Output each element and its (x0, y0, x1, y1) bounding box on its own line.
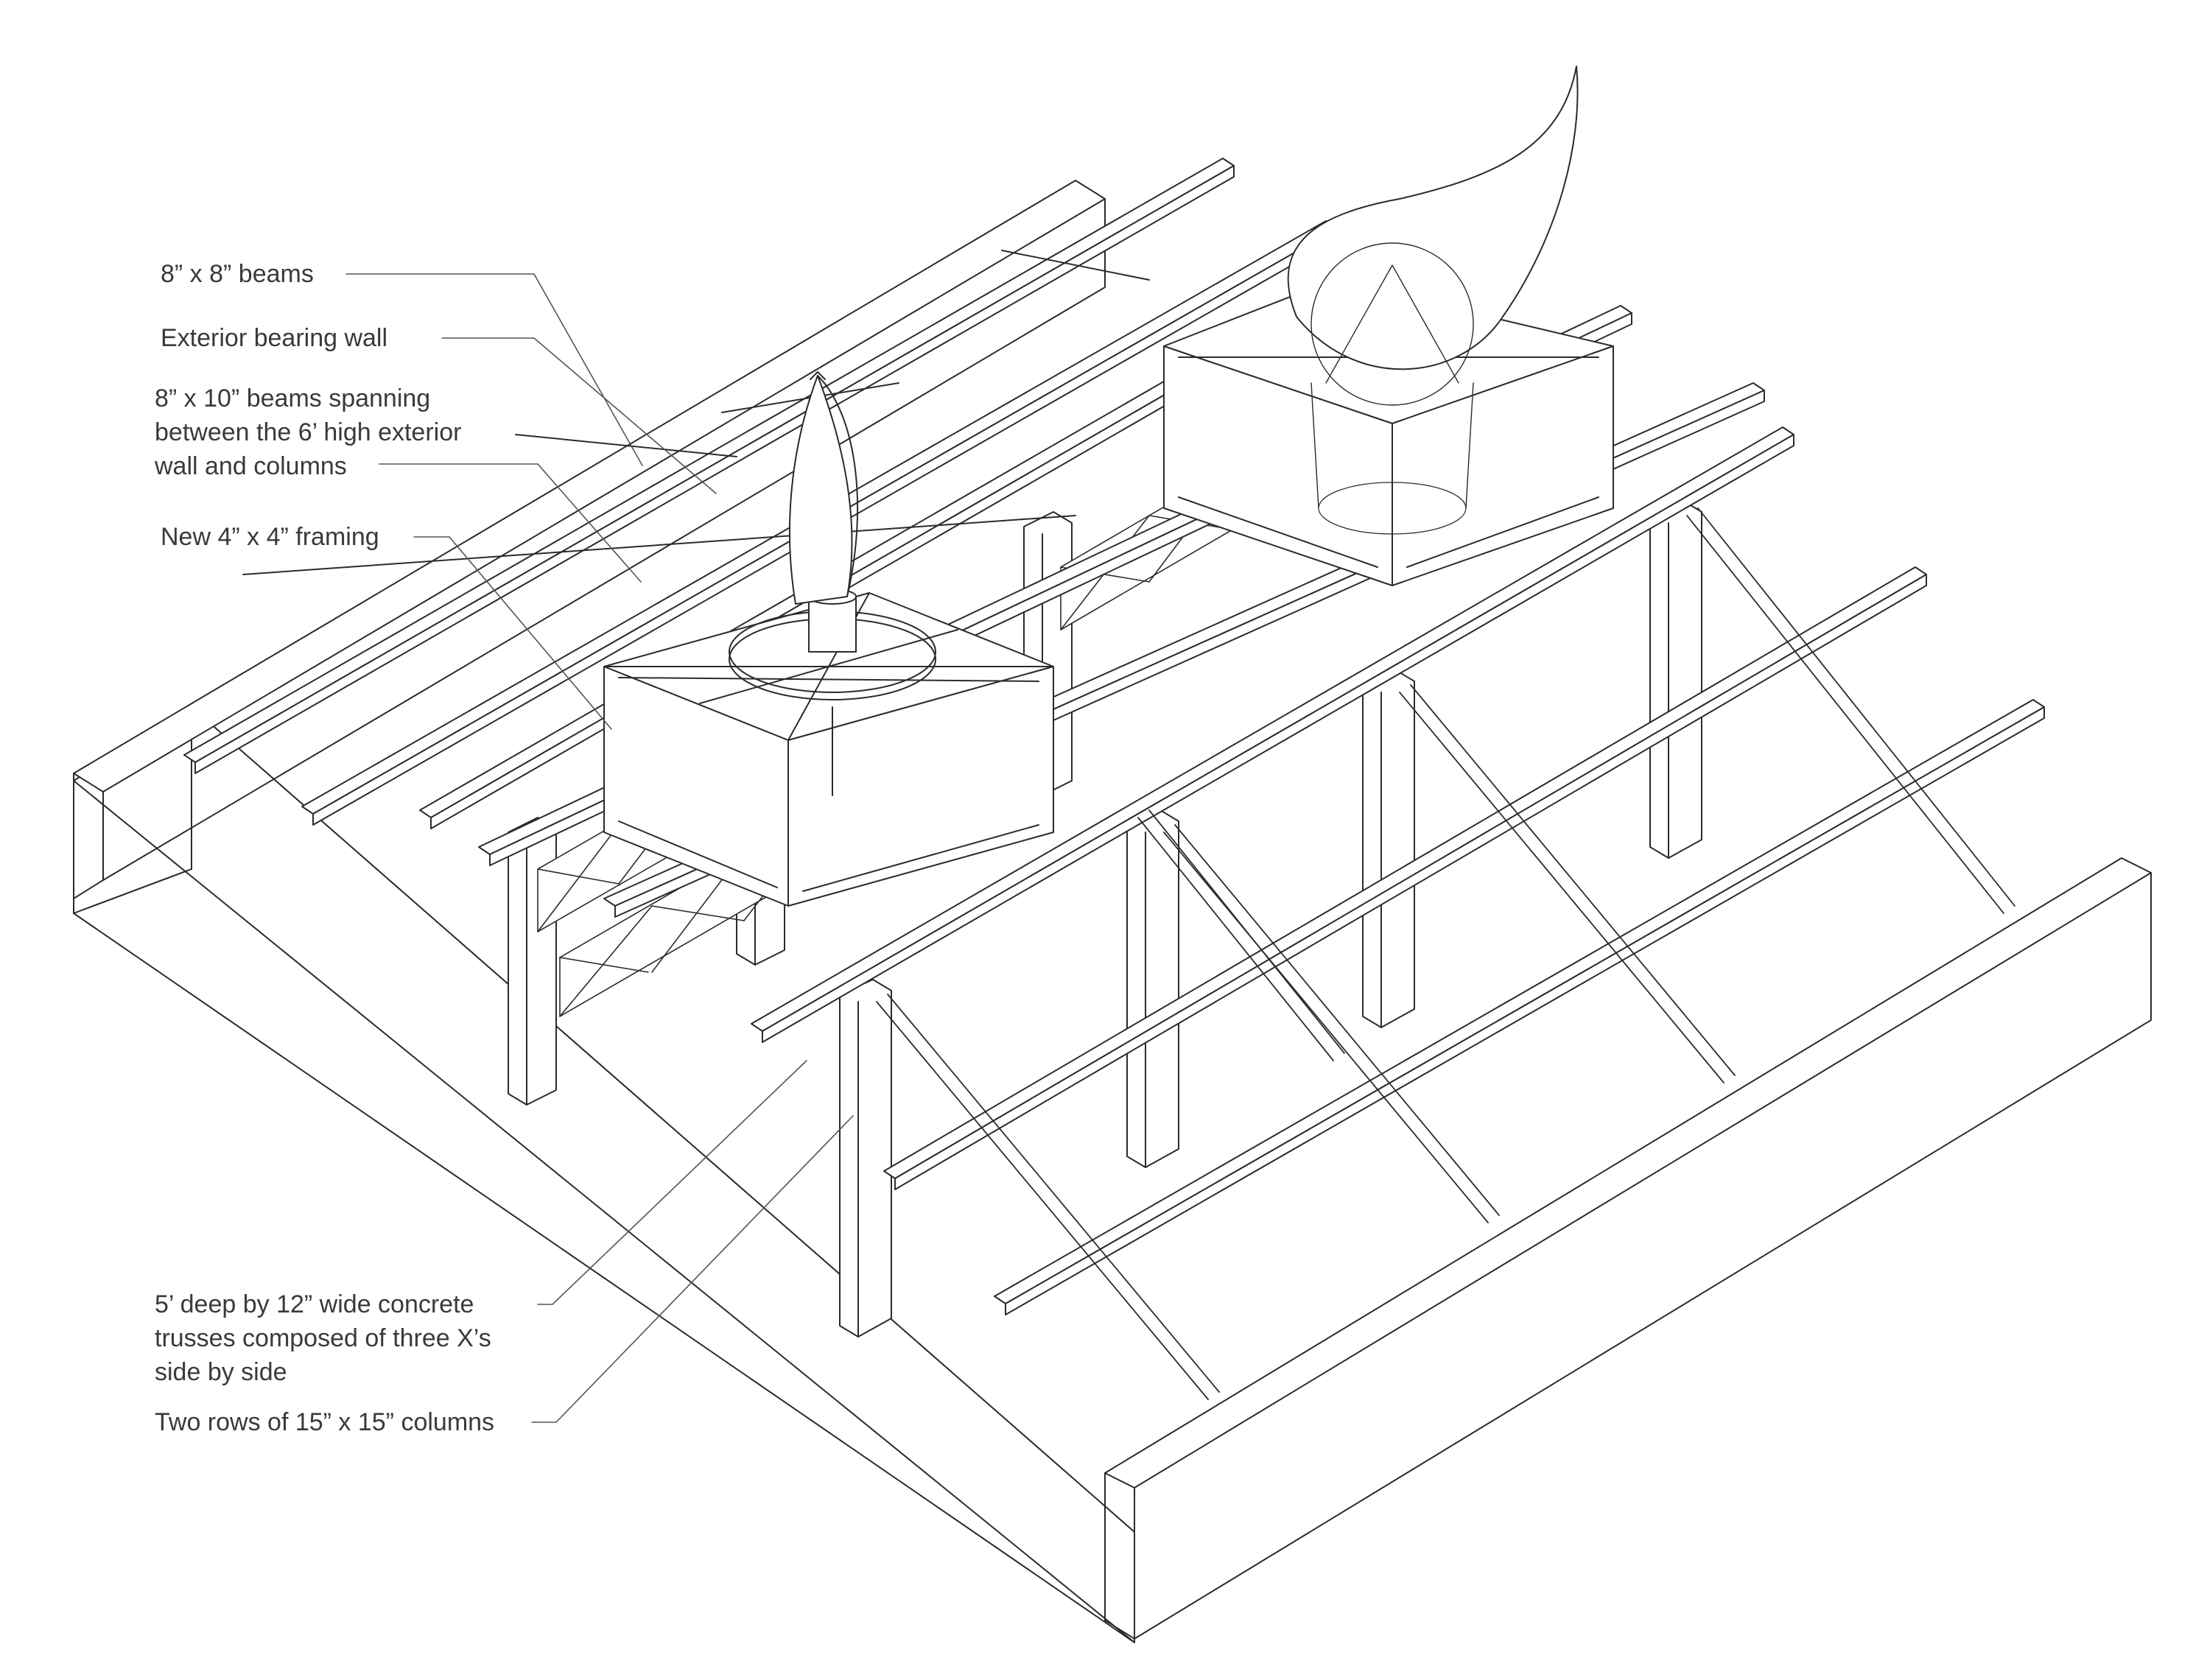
helical-turbine-left (729, 372, 936, 795)
rafter-3 (1400, 685, 1735, 1083)
leader-columns (532, 1116, 853, 1422)
beam-8x8-1 (184, 158, 1234, 773)
leader-lines (346, 274, 853, 1422)
sail-turbine-right (1288, 66, 1578, 534)
leader-concrete-trusses (538, 1061, 807, 1304)
annotation-exterior-bearing-wall: Exterior bearing wall (161, 324, 388, 352)
column-front-2 (1127, 810, 1179, 1167)
leader-beams-8x8 (346, 274, 642, 465)
annotation-beams-8x8: 8” x 8” beams (161, 260, 314, 288)
column-back-1 (508, 818, 556, 1105)
diagonal-rafters (877, 508, 2015, 1399)
column-front-4 (1650, 501, 1702, 858)
exterior-bearing-wall-right (1105, 858, 2151, 1639)
annotation-columns-15x15: Two rows of 15” x 15” columns (155, 1408, 495, 1436)
leader-beams-8x10 (379, 464, 641, 582)
rafter-1 (877, 994, 1219, 1399)
annotation-beams-8x10: 8” x 10” beams spanning between the 6’ h… (155, 384, 462, 480)
leader-framing-4x4 (414, 537, 611, 729)
rafter-4 (1687, 508, 2015, 913)
beam-8x8-cross (243, 250, 1149, 574)
beam-8x10-4 (994, 700, 2044, 1315)
rafter-2 (1164, 825, 1499, 1223)
annotation-concrete-trusses: 5’ deep by 12” wide concrete trusses com… (155, 1290, 491, 1386)
beam-8x10-3 (884, 567, 1926, 1189)
rafter-5 (1138, 810, 1344, 1061)
column-front-3 (1363, 670, 1414, 1027)
beam-8x10-2 (751, 427, 1794, 1042)
framing-4x4-left (604, 593, 1053, 906)
column-front-1 (840, 980, 891, 1337)
annotation-framing-4x4: New 4” x 4” framing (161, 523, 379, 551)
leader-exterior-bearing-wall (442, 338, 716, 493)
